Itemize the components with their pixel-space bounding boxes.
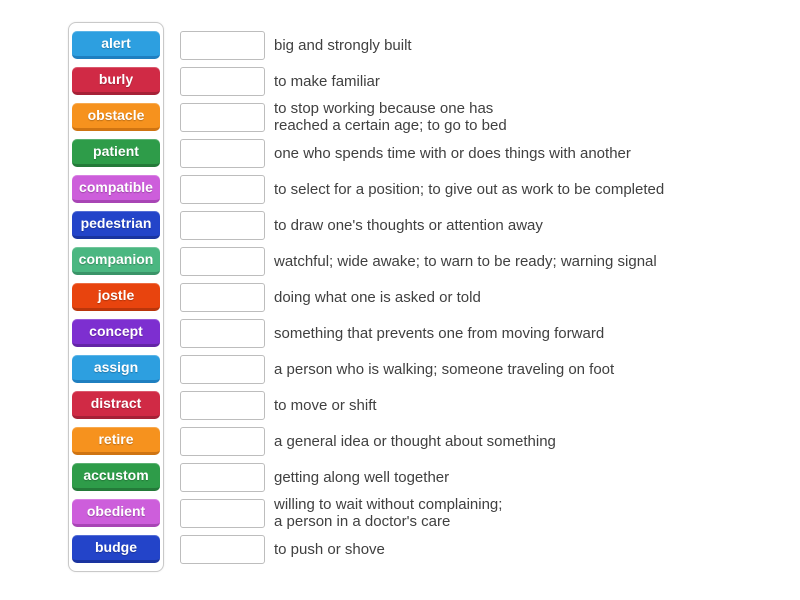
definition-text: willing to wait without complaining; a p…	[274, 496, 503, 530]
word-tile-obstacle[interactable]: obstacle	[72, 103, 160, 131]
word-tile-row: patient	[72, 135, 160, 171]
matchup-activity: alert burly obstacle patient compatible …	[68, 22, 664, 572]
definition-row: to stop working because one has reached …	[180, 99, 664, 135]
word-tile-concept[interactable]: concept	[72, 319, 160, 347]
answer-drop-slot[interactable]	[180, 318, 265, 348]
word-tile-burly[interactable]: burly	[72, 67, 160, 95]
word-tile-row: alert	[72, 27, 160, 63]
definition-row: something that prevents one from moving …	[180, 315, 664, 351]
word-tile-row: jostle	[72, 279, 160, 315]
definitions-column: big and strongly built to make familiar …	[180, 27, 664, 567]
answer-drop-slot[interactable]	[180, 282, 265, 312]
definition-text: one who spends time with or does things …	[274, 144, 631, 162]
definition-text: to push or shove	[274, 540, 385, 558]
word-tile-jostle[interactable]: jostle	[72, 283, 160, 311]
answer-drop-slot[interactable]	[180, 210, 265, 240]
word-tile-retire[interactable]: retire	[72, 427, 160, 455]
word-tile-row: compatible	[72, 171, 160, 207]
word-tile-row: burly	[72, 63, 160, 99]
definition-row: getting along well together	[180, 459, 664, 495]
definition-row: big and strongly built	[180, 27, 664, 63]
definition-text: to move or shift	[274, 396, 377, 414]
answer-drop-slot[interactable]	[180, 66, 265, 96]
answer-drop-slot[interactable]	[180, 354, 265, 384]
definition-text: a person who is walking; someone traveli…	[274, 360, 615, 378]
word-tile-row: distract	[72, 387, 160, 423]
word-tile-row: obstacle	[72, 99, 160, 135]
answer-drop-slot[interactable]	[180, 462, 265, 492]
definition-text: big and strongly built	[274, 36, 412, 54]
word-tile-row: retire	[72, 423, 160, 459]
answer-drop-slot[interactable]	[180, 102, 265, 132]
definition-text: to draw one's thoughts or attention away	[274, 216, 543, 234]
definition-text: to make familiar	[274, 72, 380, 90]
word-tile-accustom[interactable]: accustom	[72, 463, 160, 491]
definition-row: a person who is walking; someone traveli…	[180, 351, 664, 387]
definition-row: to draw one's thoughts or attention away	[180, 207, 664, 243]
definition-row: to make familiar	[180, 63, 664, 99]
definition-row: a general idea or thought about somethin…	[180, 423, 664, 459]
definition-row: one who spends time with or does things …	[180, 135, 664, 171]
answer-drop-slot[interactable]	[180, 390, 265, 420]
word-tile-pedestrian[interactable]: pedestrian	[72, 211, 160, 239]
definition-row: to select for a position; to give out as…	[180, 171, 664, 207]
word-tile-distract[interactable]: distract	[72, 391, 160, 419]
answer-drop-slot[interactable]	[180, 498, 265, 528]
definition-row: to move or shift	[180, 387, 664, 423]
answer-drop-slot[interactable]	[180, 174, 265, 204]
word-tile-row: accustom	[72, 459, 160, 495]
definition-text: to stop working because one has reached …	[274, 100, 507, 134]
word-tile-row: companion	[72, 243, 160, 279]
definition-text: to select for a position; to give out as…	[274, 180, 665, 198]
word-tile-companion[interactable]: companion	[72, 247, 160, 275]
answer-drop-slot[interactable]	[180, 30, 265, 60]
word-tile-alert[interactable]: alert	[72, 31, 160, 59]
definition-row: watchful; wide awake; to warn to be read…	[180, 243, 664, 279]
definition-text: getting along well together	[274, 468, 450, 486]
definition-row: to push or shove	[180, 531, 664, 567]
word-tile-obedient[interactable]: obedient	[72, 499, 160, 527]
definition-row: doing what one is asked or told	[180, 279, 664, 315]
word-tile-row: obedient	[72, 495, 160, 531]
definition-text: watchful; wide awake; to warn to be read…	[274, 252, 657, 270]
word-tile-panel: alert burly obstacle patient compatible …	[68, 22, 164, 572]
word-tile-row: concept	[72, 315, 160, 351]
word-tile-row: budge	[72, 531, 160, 567]
answer-drop-slot[interactable]	[180, 534, 265, 564]
word-tile-row: pedestrian	[72, 207, 160, 243]
word-tile-patient[interactable]: patient	[72, 139, 160, 167]
answer-drop-slot[interactable]	[180, 246, 265, 276]
definition-text: doing what one is asked or told	[274, 288, 481, 306]
answer-drop-slot[interactable]	[180, 138, 265, 168]
definition-text: a general idea or thought about somethin…	[274, 432, 556, 450]
word-tile-assign[interactable]: assign	[72, 355, 160, 383]
word-tile-budge[interactable]: budge	[72, 535, 160, 563]
definition-row: willing to wait without complaining; a p…	[180, 495, 664, 531]
word-tile-compatible[interactable]: compatible	[72, 175, 160, 203]
word-tile-row: assign	[72, 351, 160, 387]
definition-text: something that prevents one from moving …	[274, 324, 605, 342]
answer-drop-slot[interactable]	[180, 426, 265, 456]
